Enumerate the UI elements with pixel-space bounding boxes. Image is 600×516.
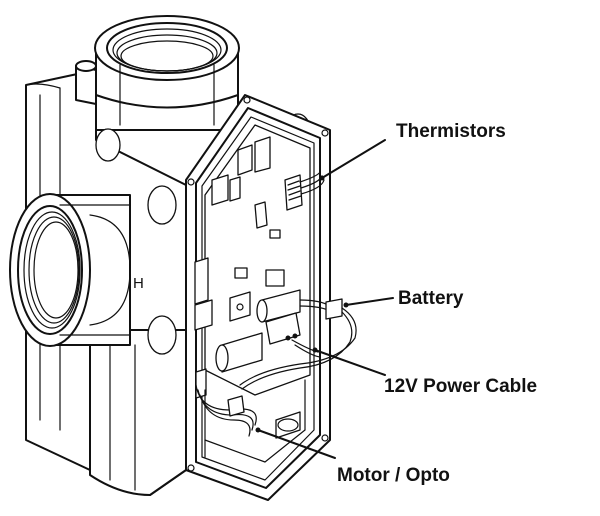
battery-leader xyxy=(345,297,394,306)
enclosure-cavity xyxy=(204,379,306,463)
thermistors-leader xyxy=(321,139,386,179)
wiring xyxy=(195,171,357,437)
motor-opto-label: Motor / Opto xyxy=(337,465,450,486)
power-cable-leader xyxy=(314,349,386,376)
circuit-board xyxy=(194,124,311,399)
battery-label: Battery xyxy=(398,288,464,309)
thermistors-label: Thermistors xyxy=(396,121,506,142)
leader-lines xyxy=(255,139,394,459)
power-cable-label: 12V Power Cable xyxy=(384,376,537,397)
housing-mark: H xyxy=(133,275,144,292)
side-port xyxy=(9,193,131,347)
top-port xyxy=(94,15,240,131)
motor-opto-leader xyxy=(257,429,336,459)
